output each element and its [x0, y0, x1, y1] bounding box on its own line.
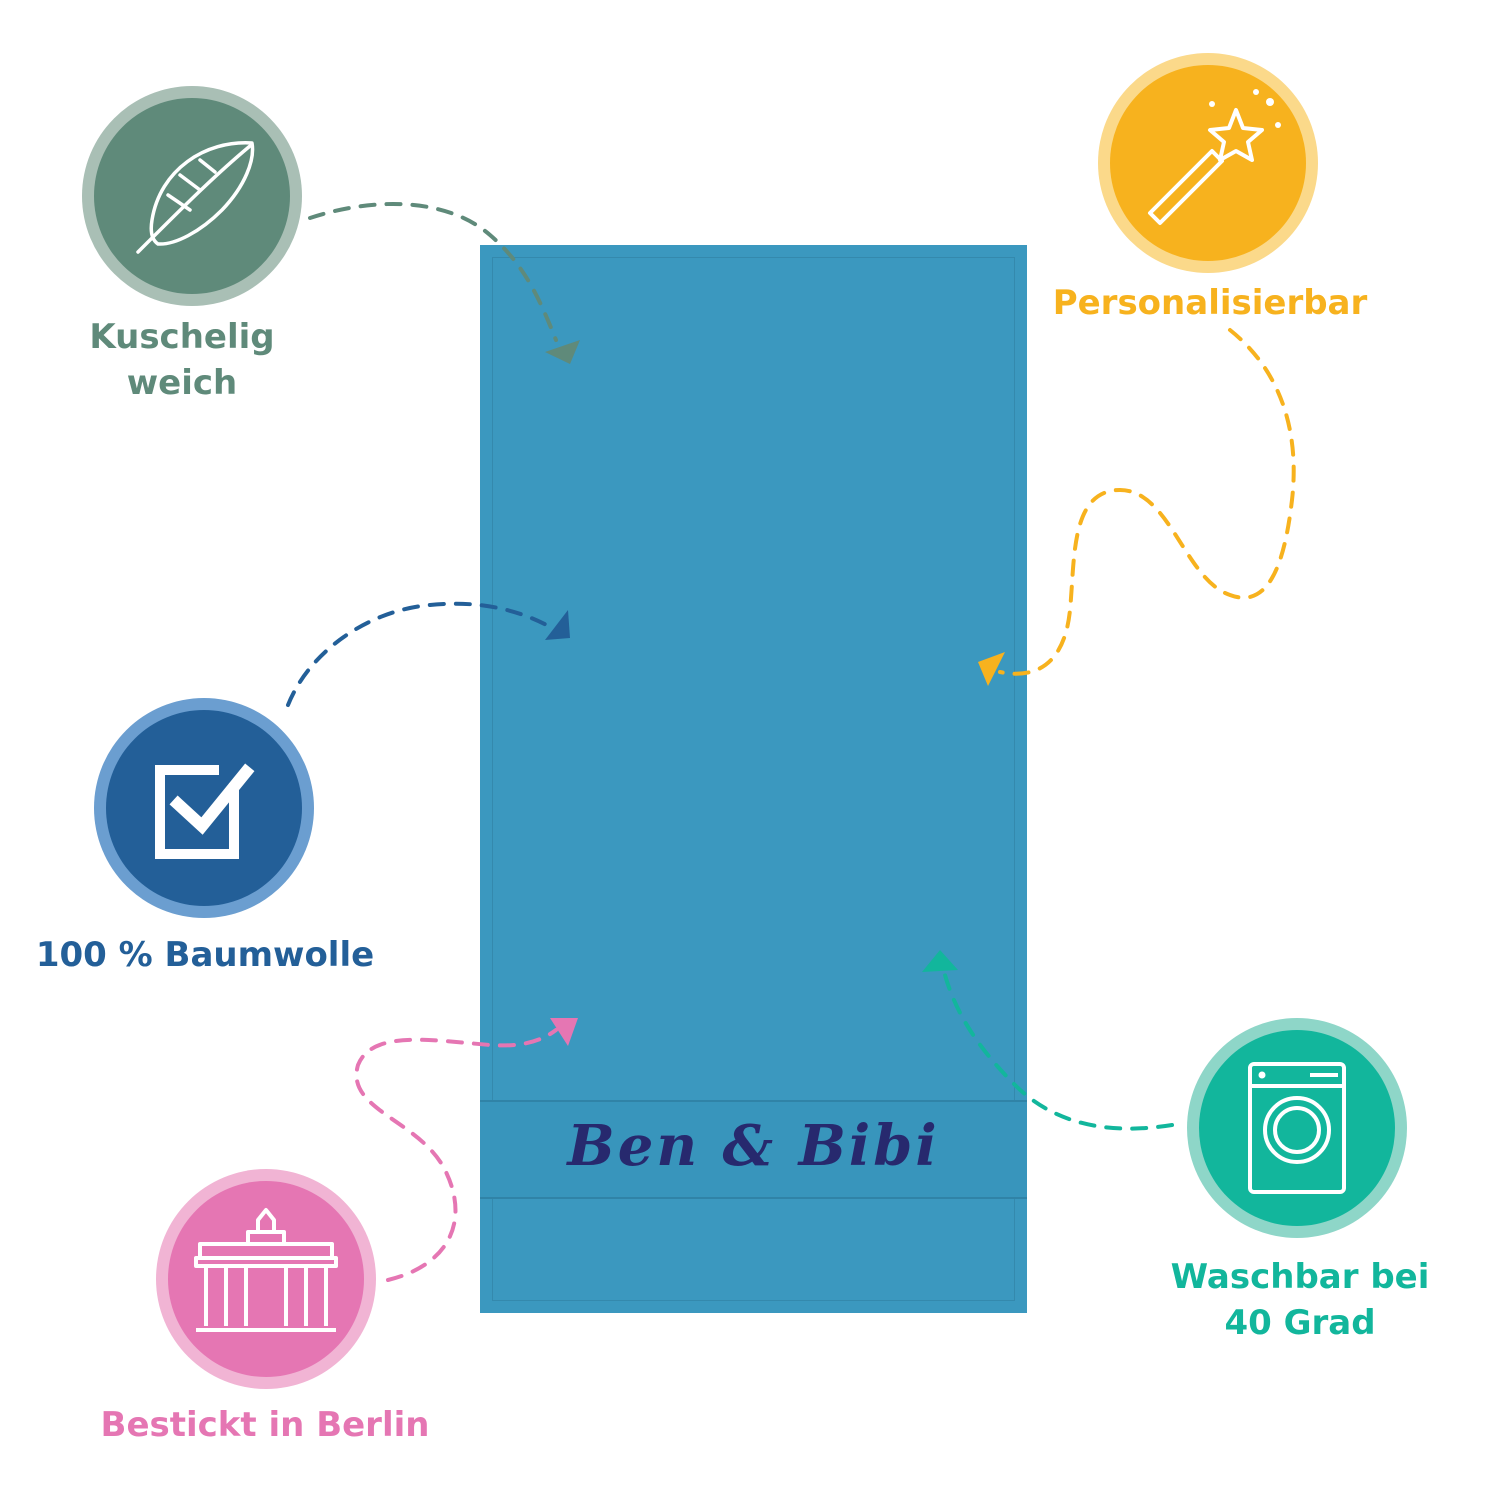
embroidery-text: Ben & Bibi	[567, 1113, 940, 1179]
feature-embroidered-badge	[156, 1169, 376, 1389]
brandenburg-gate-icon	[194, 1208, 338, 1332]
feature-washable-badge	[1187, 1018, 1407, 1238]
feather-icon	[136, 141, 255, 254]
feature-embroidered-label: Bestickt in Berlin	[100, 1405, 430, 1445]
feature-soft-label: Kuschelig weich	[89, 317, 275, 403]
feature-cotton-badge	[94, 698, 314, 918]
arrow-head-soft	[545, 340, 580, 364]
arrow-head-washable	[922, 950, 958, 972]
towel-image: Ben & Bibi	[480, 245, 1027, 1313]
towel-embroidery-band	[480, 1100, 1027, 1199]
towel-border	[492, 257, 1015, 1301]
arrow-head-cotton	[545, 610, 570, 640]
feature-cotton-label: 100 % Baumwolle	[35, 935, 375, 975]
feature-washable-label: Waschbar bei 40 Grad	[1170, 1257, 1430, 1343]
arrow-soft	[308, 201, 558, 342]
magic-wand-icon	[1148, 108, 1264, 225]
arrow-washable	[943, 973, 1174, 1131]
washing-machine-icon	[1248, 1062, 1346, 1194]
feature-soft-badge	[82, 86, 302, 306]
feature-personalizable-label: Personalisierbar	[1052, 283, 1368, 323]
arrow-personalizable	[998, 328, 1296, 676]
arrow-head-personalizable	[978, 652, 1005, 686]
arrow-embroidered	[354, 1028, 558, 1282]
feature-personalizable-badge	[1098, 53, 1318, 273]
arrow-head-embroidered	[550, 1018, 578, 1046]
checkbox-icon	[155, 763, 255, 859]
arrow-cotton	[286, 601, 554, 707]
